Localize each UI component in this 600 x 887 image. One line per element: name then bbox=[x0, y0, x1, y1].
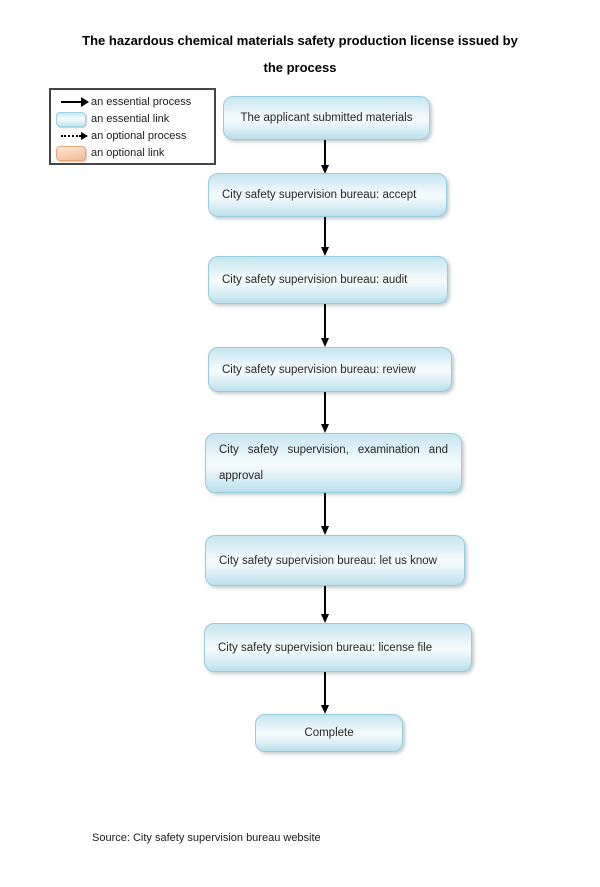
essential-link-swatch bbox=[56, 111, 86, 127]
down-arrow-icon bbox=[321, 493, 329, 535]
legend-row-essential-process: an essential process bbox=[51, 94, 214, 110]
legend-label: an optional process bbox=[91, 130, 187, 142]
legend-label: an essential process bbox=[91, 96, 192, 108]
page-title-line1: The hazardous chemical materials safety … bbox=[82, 33, 518, 48]
page-title-line2: the process bbox=[263, 60, 337, 75]
legend-label: an optional link bbox=[91, 147, 165, 159]
flow-node-examination-approval: City safety supervision, examination and… bbox=[205, 433, 462, 493]
flow-node-license-file: City safety supervision bureau: license … bbox=[204, 623, 472, 672]
down-arrow-icon bbox=[321, 140, 329, 174]
solid-arrow-icon bbox=[61, 97, 89, 107]
legend-label: an essential link bbox=[91, 113, 170, 125]
legend: an essential process an essential link a… bbox=[49, 88, 216, 165]
legend-row-optional-process: an optional process bbox=[51, 128, 214, 144]
optional-link-swatch bbox=[56, 145, 86, 161]
flow-node-complete: Complete bbox=[255, 714, 403, 752]
flow-node-applicant-materials: The applicant submitted materials bbox=[223, 96, 430, 140]
source-note: Source: City safety supervision bureau w… bbox=[92, 832, 321, 844]
down-arrow-icon bbox=[321, 392, 329, 433]
down-arrow-icon bbox=[321, 304, 329, 347]
legend-row-optional-link: an optional link bbox=[51, 145, 214, 161]
flow-node-let-us-know: City safety supervision bureau: let us k… bbox=[205, 535, 465, 586]
dotted-arrow-icon bbox=[61, 132, 88, 140]
flow-node-accept: City safety supervision bureau: accept bbox=[208, 173, 447, 217]
legend-row-essential-link: an essential link bbox=[51, 111, 214, 127]
flow-node-review: City safety supervision bureau: review bbox=[208, 347, 452, 392]
down-arrow-icon bbox=[321, 217, 329, 256]
down-arrow-icon bbox=[321, 586, 329, 623]
flow-node-audit: City safety supervision bureau: audit bbox=[208, 256, 448, 304]
down-arrow-icon bbox=[321, 672, 329, 714]
page-title: The hazardous chemical materials safety … bbox=[0, 27, 600, 81]
